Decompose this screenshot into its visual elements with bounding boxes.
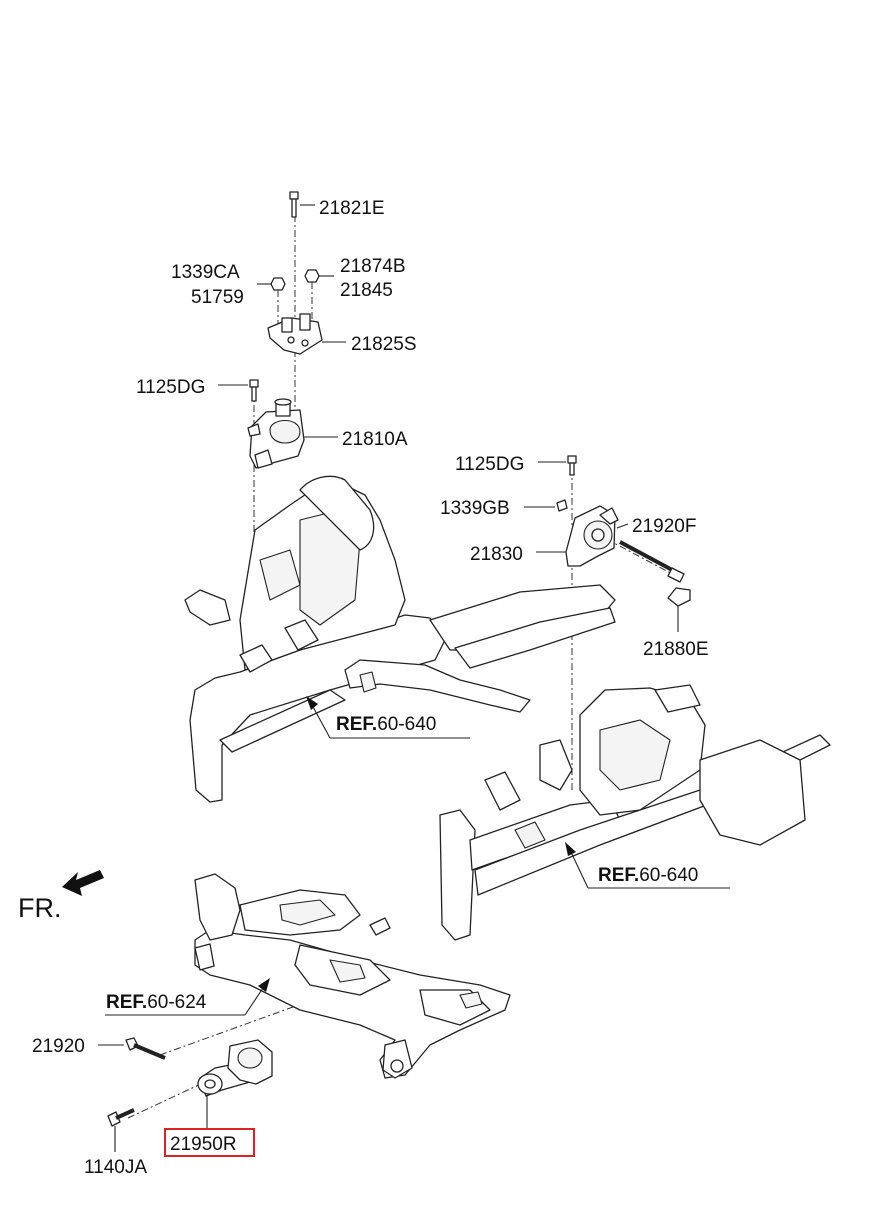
label-21845: 21845 <box>340 280 393 301</box>
ref-subframe-prefix: REF. <box>106 992 147 1013</box>
label-51759: 51759 <box>191 287 244 308</box>
mount-21830-part <box>565 505 619 567</box>
label-21830: 21830 <box>470 544 523 565</box>
front-direction-arrow <box>62 870 104 896</box>
bracket-21825s-part <box>267 313 323 355</box>
right-body-structure <box>439 684 831 941</box>
subframe-structure <box>194 873 511 1079</box>
label-21880e: 21880E <box>643 639 709 660</box>
label-21821e: 21821E <box>319 198 385 219</box>
label-21810a: 21810A <box>342 429 408 450</box>
label-1339gb: 1339GB <box>440 498 510 519</box>
label-21920f: 21920F <box>632 516 696 537</box>
ref-right-code: 60-640 <box>639 865 698 886</box>
bolt-1125dg-left-part <box>249 379 259 402</box>
label-1125dg-right: 1125DG <box>455 454 524 475</box>
label-21825s: 21825S <box>351 334 417 355</box>
roll-rod-21950r-part <box>197 1039 273 1097</box>
front-direction-label: FR. <box>18 893 62 923</box>
bracket-21880e-part <box>667 587 691 607</box>
ref-upper-left: REF.60-640 <box>336 714 436 735</box>
label-21920: 21920 <box>32 1036 85 1057</box>
nut-21874b-part <box>304 269 320 320</box>
bolt-21821e-part <box>289 191 299 218</box>
left-body-structure <box>184 475 616 803</box>
mount-21810a-part <box>247 398 305 469</box>
ref-subframe-code: 60-624 <box>147 992 207 1013</box>
bolt-1125dg-right-part <box>567 455 577 476</box>
label-1140ja: 1140JA <box>84 1157 147 1178</box>
bolt-21920f-part <box>619 540 685 583</box>
ref-upper-left-prefix: REF. <box>336 714 377 735</box>
ref-upper-left-code: 60-640 <box>377 714 436 735</box>
part-1339gb-piece <box>556 499 568 512</box>
bolt-1140ja-part <box>107 1108 135 1127</box>
ref-subframe: REF.60-624 <box>106 992 207 1013</box>
nut-1339ca-part <box>270 277 286 325</box>
ref-right-prefix: REF. <box>598 865 639 886</box>
label-21950r: 21950R <box>170 1134 237 1155</box>
label-21874b: 21874B <box>340 256 406 277</box>
label-1125dg-left: 1125DG <box>136 377 205 398</box>
ref-right: REF.60-640 <box>598 865 698 886</box>
highlight-box-21950r <box>164 1128 255 1157</box>
label-1339ca: 1339CA <box>171 262 240 283</box>
bolt-21920-part <box>125 1037 166 1060</box>
